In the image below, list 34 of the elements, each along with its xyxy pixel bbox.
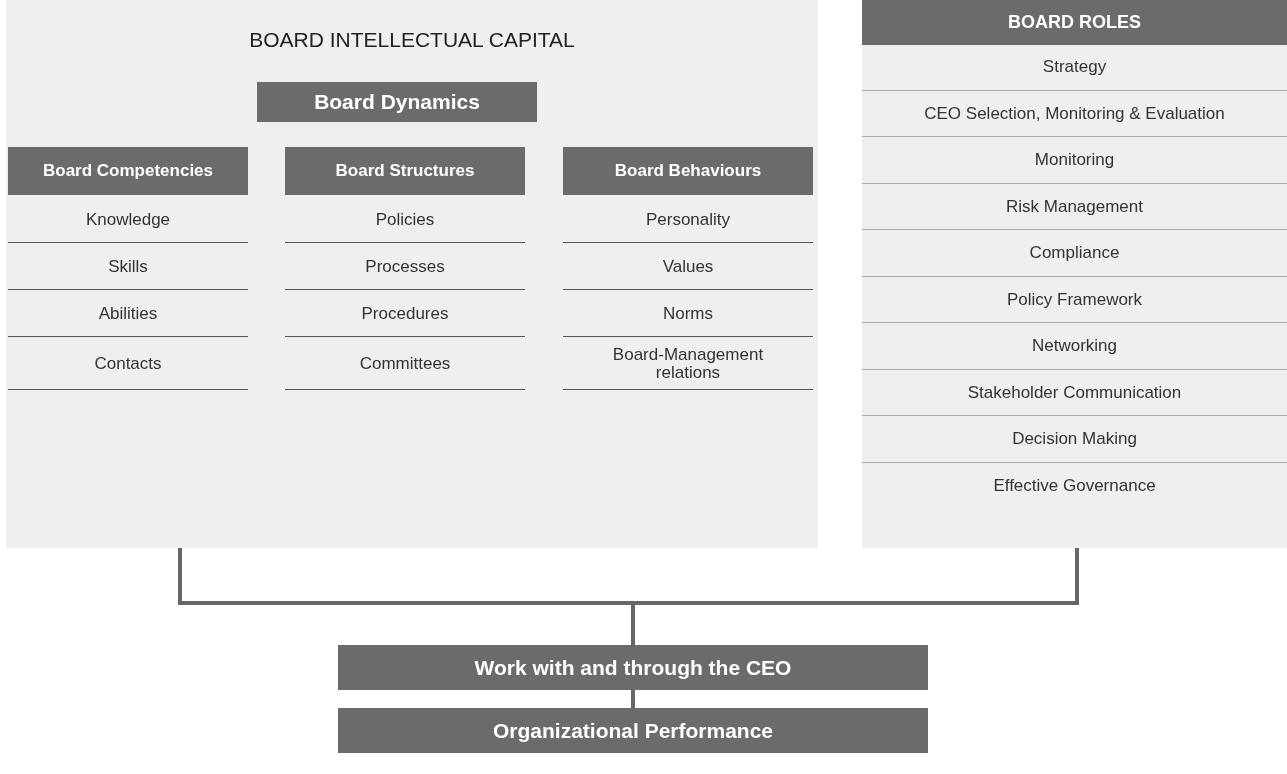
- list-item: Effective Governance: [992, 475, 1157, 498]
- list-item: Skills: [8, 244, 248, 290]
- header-box: Board Behaviours: [563, 147, 813, 195]
- header-box: Organizational Performance: [338, 708, 928, 753]
- header-box: Work with and through the CEO: [338, 645, 928, 690]
- list-item: Networking: [862, 324, 1287, 370]
- list-item: Personality: [563, 197, 813, 243]
- list-item: Norms: [563, 291, 813, 337]
- panel: [862, 0, 1287, 548]
- list-item: Decision Making: [862, 417, 1287, 463]
- header-box: Board Competencies: [8, 147, 248, 195]
- list-item: Values: [563, 244, 813, 290]
- list-item: Risk Management: [862, 184, 1287, 230]
- list-item: Compliance: [862, 231, 1287, 277]
- list-item: Contacts: [8, 338, 248, 390]
- connector-line: [631, 548, 1079, 645]
- list-item: Policies: [285, 197, 525, 243]
- list-item: Procedures: [285, 291, 525, 337]
- list-item: Processes: [285, 244, 525, 290]
- header-box: Board Structures: [285, 147, 525, 195]
- panel-title: BOARD INTELLECTUAL CAPITAL: [248, 28, 576, 52]
- connector-line: [631, 690, 635, 708]
- list-item: Strategy: [862, 45, 1287, 91]
- list-item: Abilities: [8, 291, 248, 337]
- list-item: Stakeholder Communication: [862, 370, 1287, 416]
- list-item: Board-Management relations: [563, 338, 813, 390]
- panel-heading: BOARD ROLES: [862, 0, 1287, 45]
- list-item: Monitoring: [862, 138, 1287, 184]
- list-item: Knowledge: [8, 197, 248, 243]
- header-box: Board Dynamics: [257, 82, 537, 122]
- list-item: Committees: [285, 338, 525, 390]
- list-item: Policy Framework: [862, 277, 1287, 323]
- list-item: CEO Selection, Monitoring & Evaluation: [862, 91, 1287, 137]
- panel: [6, 0, 818, 548]
